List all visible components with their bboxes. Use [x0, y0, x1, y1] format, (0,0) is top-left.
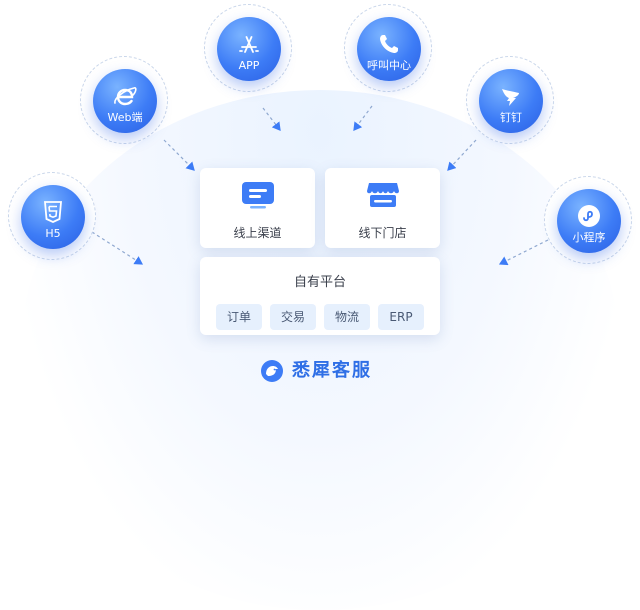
online-channel-icon [241, 182, 274, 209]
brand-name: 悉犀客服 [292, 360, 372, 381]
channel-ball: 钉钉 [479, 69, 543, 133]
channel-label: APP [238, 59, 260, 72]
channel-web: Web端 [80, 56, 168, 144]
online-channel-card: 线上渠道 [200, 168, 315, 248]
channel-label: H5 [45, 227, 61, 240]
channel-label: 小程序 [572, 231, 606, 244]
ie-browser-icon [114, 87, 137, 106]
channel-label: Web端 [107, 111, 143, 124]
channel-ball: H5 [21, 185, 85, 249]
platform-title: 自有平台 [293, 275, 346, 290]
store-icon [366, 183, 399, 207]
xixi-logo-icon [261, 360, 283, 382]
channel-dingtalk: 钉钉 [466, 56, 554, 144]
channel-label: 钉钉 [500, 111, 522, 124]
channel-label: 呼叫中心 [367, 59, 411, 72]
platform-chip-logistics: 物流 [324, 304, 370, 330]
channel-ball: Web端 [93, 69, 157, 133]
platform-chip-transaction: 交易 [270, 304, 316, 330]
html5-icon [44, 201, 62, 223]
app-store-icon [239, 36, 259, 53]
mini-program-icon [578, 205, 600, 227]
connector-arrows [91, 105, 549, 266]
platform-chip-erp: ERP [378, 304, 424, 330]
offline-store-label: 线下门店 [358, 226, 407, 240]
channel-ball: APP [217, 17, 281, 81]
channel-ball: 小程序 [557, 189, 621, 253]
channel-ball: 呼叫中心 [357, 17, 421, 81]
own-platform-card: 自有平台 订单 交易 物流 ERP [200, 257, 440, 335]
channel-call-center: 呼叫中心 [344, 4, 432, 92]
platform-chip-order: 订单 [216, 304, 262, 330]
online-channel-label: 线上渠道 [233, 226, 282, 240]
channel-h5: H5 [8, 172, 96, 260]
dingtalk-icon [502, 89, 519, 106]
phone-icon [380, 35, 398, 53]
offline-store-card: 线下门店 [325, 168, 440, 248]
channel-mini-program: 小程序 [544, 176, 632, 264]
brand: 悉犀客服 [260, 356, 390, 386]
channel-app: APP [204, 4, 292, 92]
channel-diagram: H5 Web端 APP 呼叫中心 [8, 4, 632, 610]
